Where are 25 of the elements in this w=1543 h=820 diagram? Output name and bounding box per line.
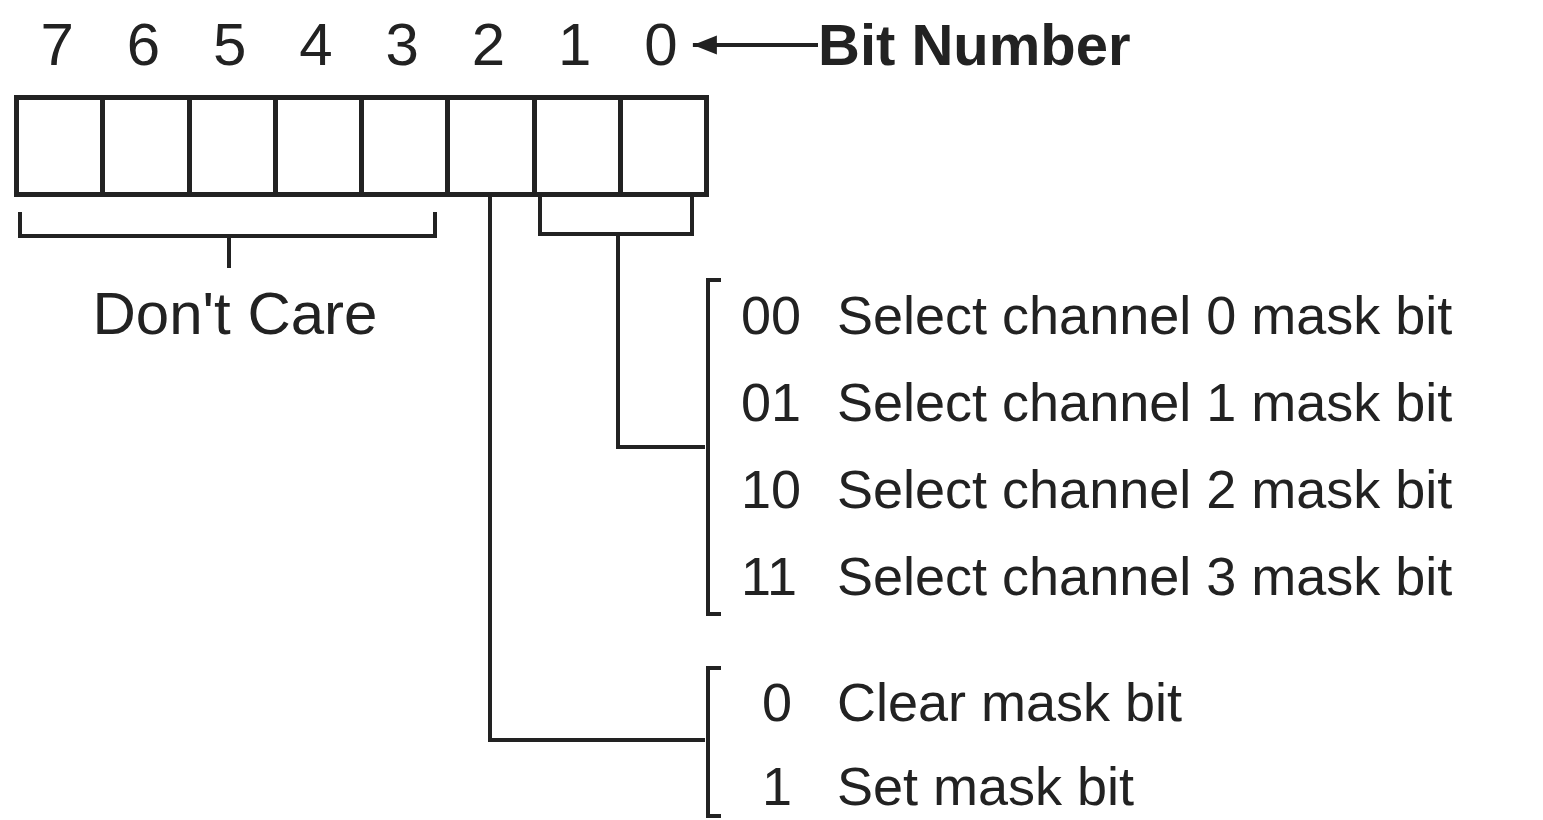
option-description: Set mask bit	[837, 755, 1135, 818]
option-description: Select channel 0 mask bit	[837, 284, 1453, 347]
bit-number: 6	[111, 8, 176, 82]
bit-number: 2	[456, 8, 521, 82]
bit-number: 4	[283, 8, 348, 82]
connector-line	[488, 197, 705, 742]
bit-number: 1	[542, 8, 607, 82]
bit-number: 5	[197, 8, 262, 82]
bit-number: 3	[370, 8, 435, 82]
heading-label: Bit Number	[818, 8, 1131, 82]
bit-code: 0	[760, 671, 793, 734]
bit-code: 00	[741, 284, 802, 347]
option-description: Select channel 3 mask bit	[837, 545, 1453, 608]
bit-number: 7	[25, 8, 90, 82]
bit-code: 1	[760, 755, 793, 818]
connector-line	[616, 197, 705, 449]
bit-code: 10	[741, 458, 802, 521]
option-description: Clear mask bit	[837, 671, 1183, 734]
group-label: Don't Care	[40, 272, 430, 356]
arrow	[692, 35, 818, 55]
bit-code: 11	[741, 545, 798, 608]
bit-code: 01	[741, 371, 802, 434]
option-description: Select channel 2 mask bit	[837, 458, 1453, 521]
option-description: Select channel 1 mask bit	[837, 371, 1453, 434]
bit-number: 0	[628, 8, 693, 82]
